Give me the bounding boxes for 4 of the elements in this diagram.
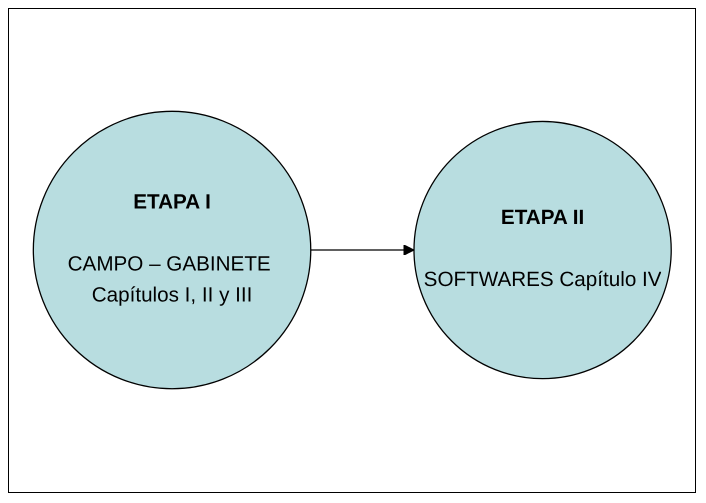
diagram-frame: ETAPA I CAMPO – GABINETE Capítulos I, II y III ETAPA II SOFTWARES Capítulo IV [8, 8, 696, 493]
node-circle [413, 121, 672, 380]
arrow [310, 244, 414, 256]
node-circle [32, 111, 312, 390]
